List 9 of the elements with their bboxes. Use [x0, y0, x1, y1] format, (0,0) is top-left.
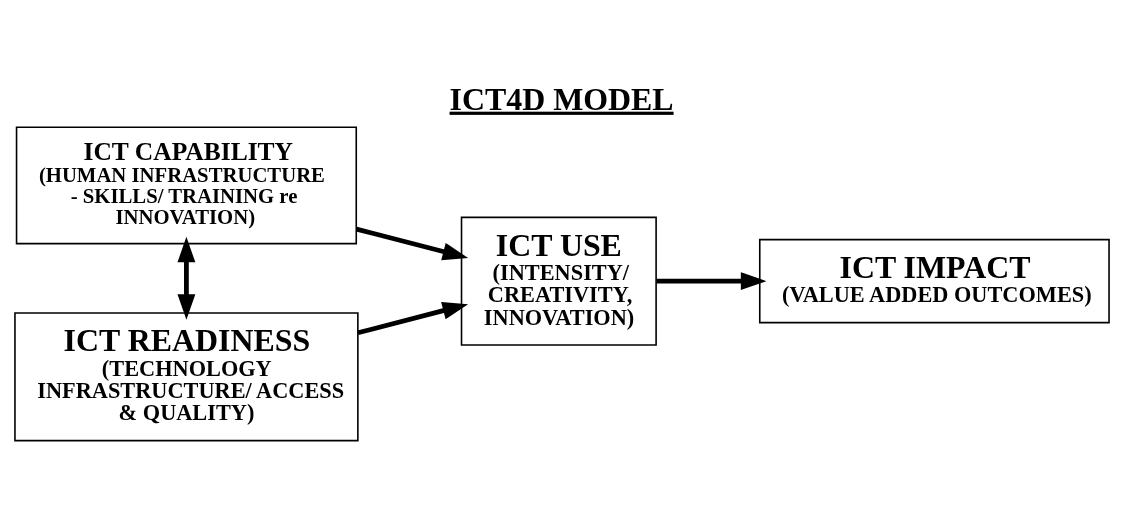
arrow — [357, 301, 469, 335]
node-box: ICT USE (INTENSITY/ CREATIVITY, INNOVATION) — [460, 216, 657, 346]
arrow — [355, 226, 469, 260]
node-box: ICT CAPABILITY (HUMAN INFRASTRUCTURE - SKILLS/ TRAINING re INNOVATION) — [15, 125, 358, 244]
arrow — [656, 271, 767, 290]
node-box: ICT IMPACT (VALUE ADDED OUTCOMES) — [758, 238, 1110, 323]
arrow — [177, 236, 196, 320]
diagram-title: ICT4D MODEL — [449, 81, 674, 117]
node-box: ICT READINESS (TECHNOLOGY INFRASTRUCTURE/ ACCESS & QUALITY) — [14, 311, 359, 441]
